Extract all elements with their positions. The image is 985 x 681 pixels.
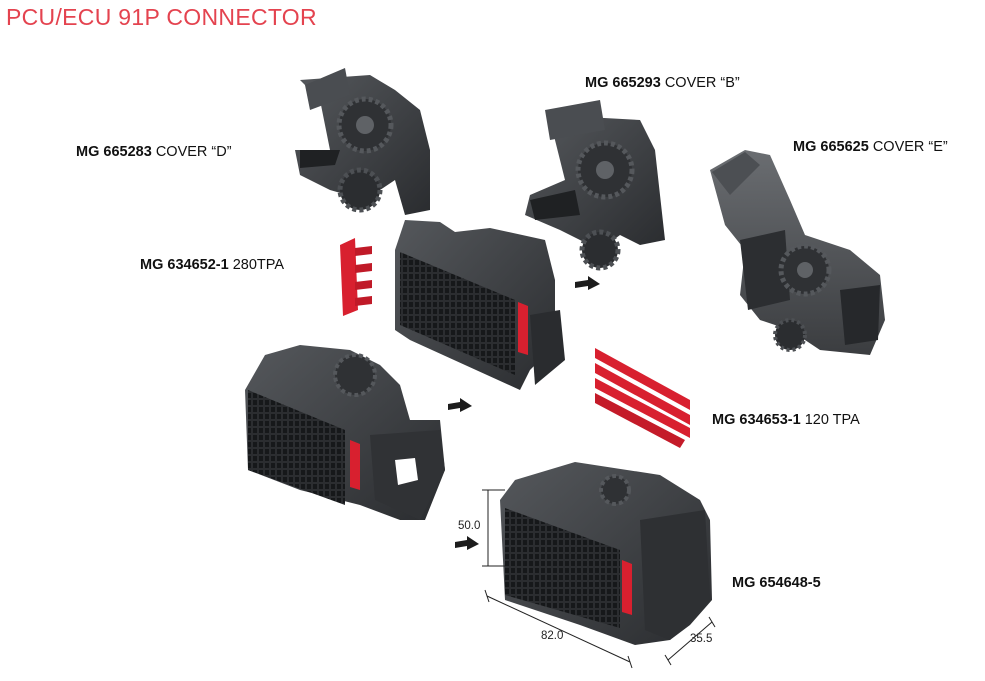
tpa-280-image [340, 238, 372, 316]
part-label-tpa-280: MG 634652-1 280TPA [140, 257, 285, 273]
cover-e-image [710, 150, 885, 355]
dimension-height: 50.0 [458, 520, 481, 532]
part-label-cover-e: MG 665625 COVER “E” [793, 139, 948, 155]
cover-b-image [525, 100, 665, 271]
part-label-cover-d: MG 665283 COVER “D” [76, 144, 232, 160]
cover-d-image [295, 68, 430, 215]
dimension-depth: 35.5 [690, 633, 713, 645]
arrow-icon [575, 276, 600, 290]
tpa-120-image [595, 348, 690, 448]
arrow-icon [455, 536, 479, 550]
part-label-cover-b: MG 665293 COVER “B” [585, 75, 740, 91]
dimension-width: 82.0 [541, 630, 564, 642]
part-label-tpa-120: MG 634653-1 120 TPA [712, 412, 860, 428]
assembly-arrows [448, 276, 600, 550]
arrow-icon [448, 398, 472, 412]
housing-assembled-image [500, 462, 712, 645]
page-title: PCU/ECU 91P CONNECTOR [6, 4, 317, 30]
housing-center-image [395, 220, 565, 390]
dimension-lines [482, 489, 716, 669]
housing-left-image [245, 345, 445, 520]
part-label-housing: MG 654648-5 [732, 575, 821, 591]
